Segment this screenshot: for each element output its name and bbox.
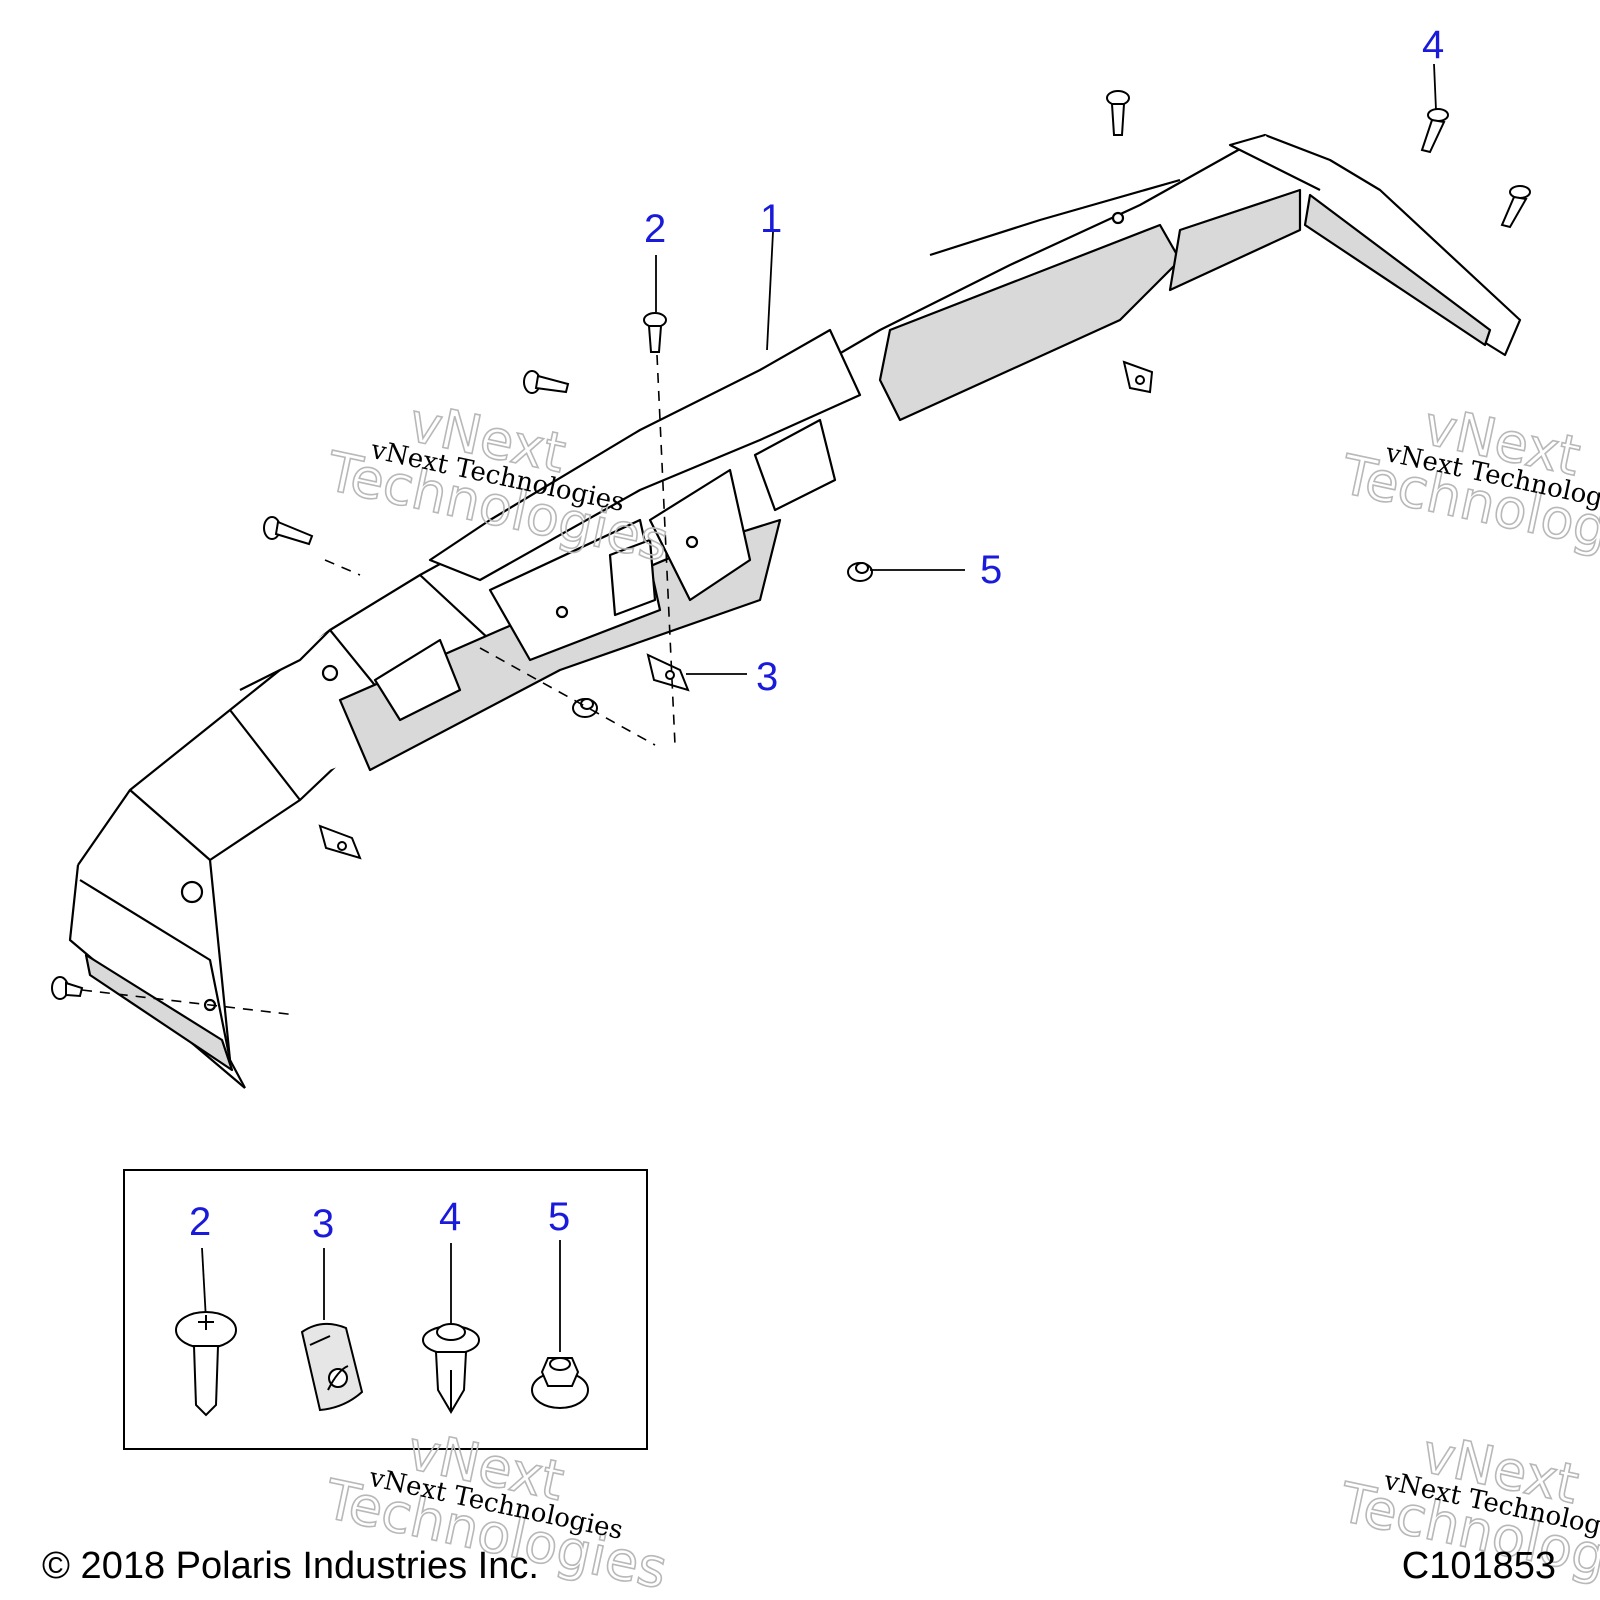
legend-label-part-4: 4: [439, 1195, 461, 1239]
callout-part-3: 3: [756, 655, 778, 699]
assembly-lines: [81, 354, 676, 1016]
legend-push-rivet-icon: [422, 1323, 480, 1414]
legend-clip-nut-icon: [300, 1322, 364, 1412]
legend-label-part-5: 5: [548, 1195, 570, 1239]
clip-nut-icon: [1122, 360, 1154, 394]
legend-label-part-2: 2: [189, 1200, 211, 1244]
leader-lines: [655, 63, 1437, 675]
watermark-top-right: vNext Technologies vNext Technologies: [1335, 393, 1600, 577]
screw-icon: [1106, 90, 1130, 136]
push-rivet-icon: [1420, 108, 1449, 154]
callout-part-2: 2: [644, 207, 666, 251]
legend-label-part-3: 3: [312, 1202, 334, 1246]
legend-screw-icon: [175, 1311, 237, 1417]
clip-nut-icon: [318, 824, 362, 860]
push-rivet-icon: [1500, 185, 1531, 229]
callout-part-4: 4: [1422, 23, 1444, 67]
bumper-assembly: [68, 133, 1522, 1089]
diagram-code: C101853: [1401, 1545, 1556, 1587]
callout-part-5: 5: [980, 548, 1002, 592]
screw-icon: [263, 516, 314, 546]
screw-icon: [643, 312, 667, 353]
flange-nut-icon: [847, 562, 873, 582]
hardware-legend: 2 3 4 5: [123, 1169, 648, 1450]
flange-nut-icon: [572, 698, 598, 718]
screw-icon: [523, 370, 570, 394]
hardware-exploded: [51, 90, 1531, 1000]
clip-nut-icon: [646, 653, 690, 692]
copyright-notice: © 2018 Polaris Industries Inc.: [42, 1545, 539, 1587]
legend-flange-nut-icon: [531, 1357, 589, 1409]
callout-part-1: 1: [760, 197, 782, 241]
screw-icon: [51, 976, 84, 1000]
